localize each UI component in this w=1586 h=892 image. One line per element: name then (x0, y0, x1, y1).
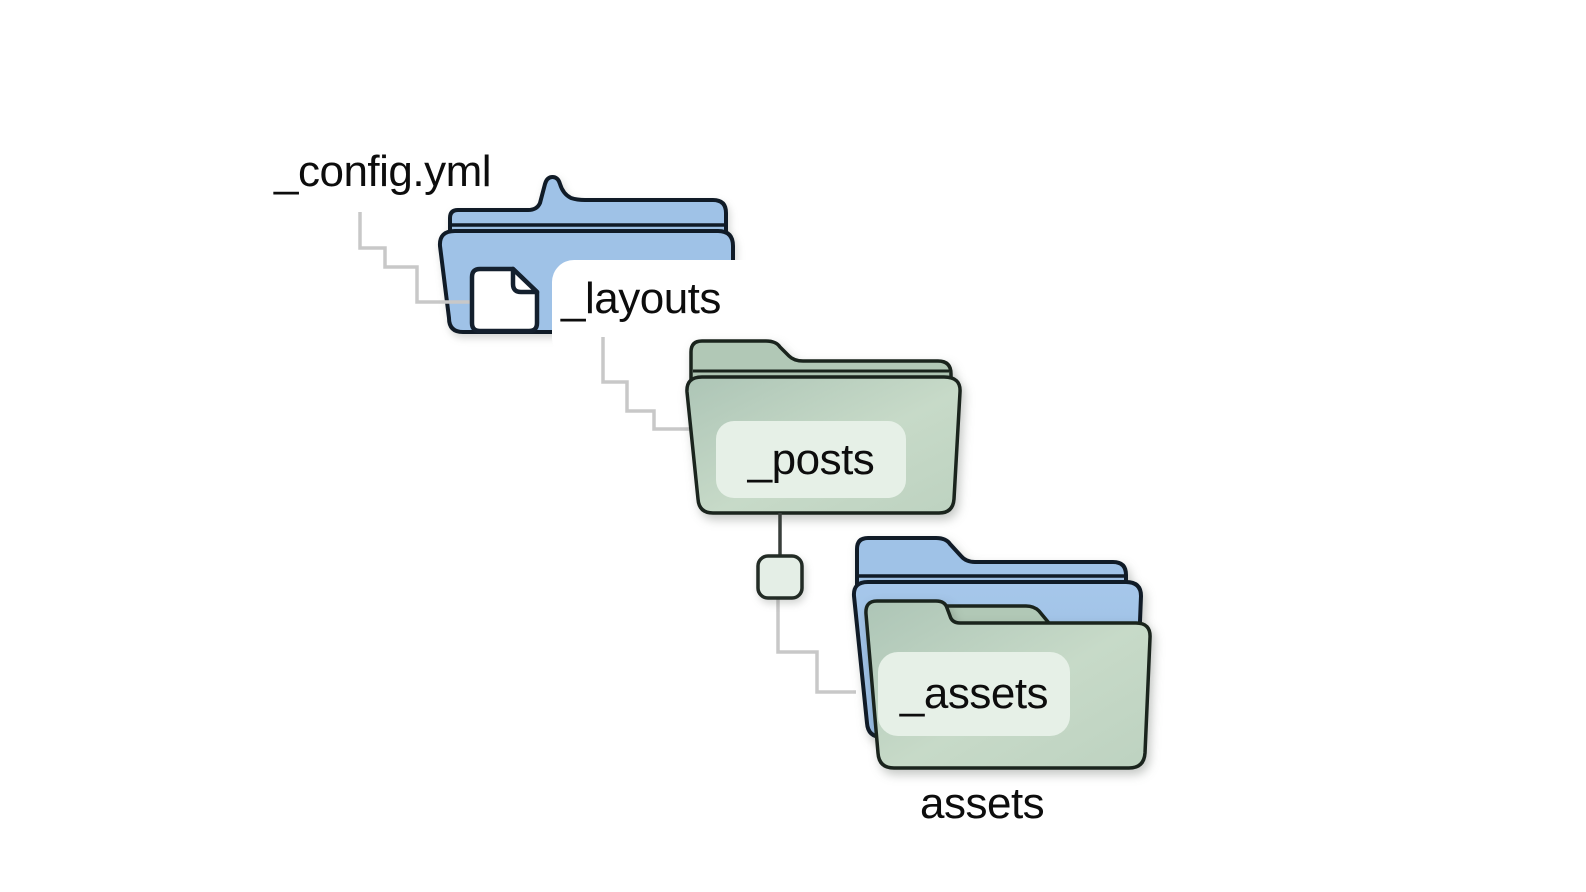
tree-node-square (756, 554, 804, 600)
assets-back-folder-flap (855, 536, 1128, 594)
file-folded-corner (510, 266, 540, 295)
posts-label-plate (716, 421, 906, 498)
assets-folder-front-icon (864, 599, 1152, 770)
posts-folder-label: _posts (747, 434, 875, 484)
connector-to-assets (776, 597, 856, 694)
layouts-label-cutout (552, 260, 764, 360)
connector-config-to-layouts (358, 212, 480, 304)
assets-folder-label: assets (920, 779, 1045, 828)
config-file-icon (469, 266, 540, 334)
layouts-folder-label: _layouts (561, 274, 721, 323)
posts-folder-flap (689, 339, 953, 386)
layouts-folder-tab (448, 175, 728, 238)
hidden-assets-folder-label: _assets (899, 669, 1049, 718)
connector-layouts-to-posts (601, 337, 689, 431)
assets-label-plate (878, 652, 1070, 736)
config-file-label: _config.yml (274, 147, 492, 196)
posts-folder-icon (685, 339, 962, 515)
